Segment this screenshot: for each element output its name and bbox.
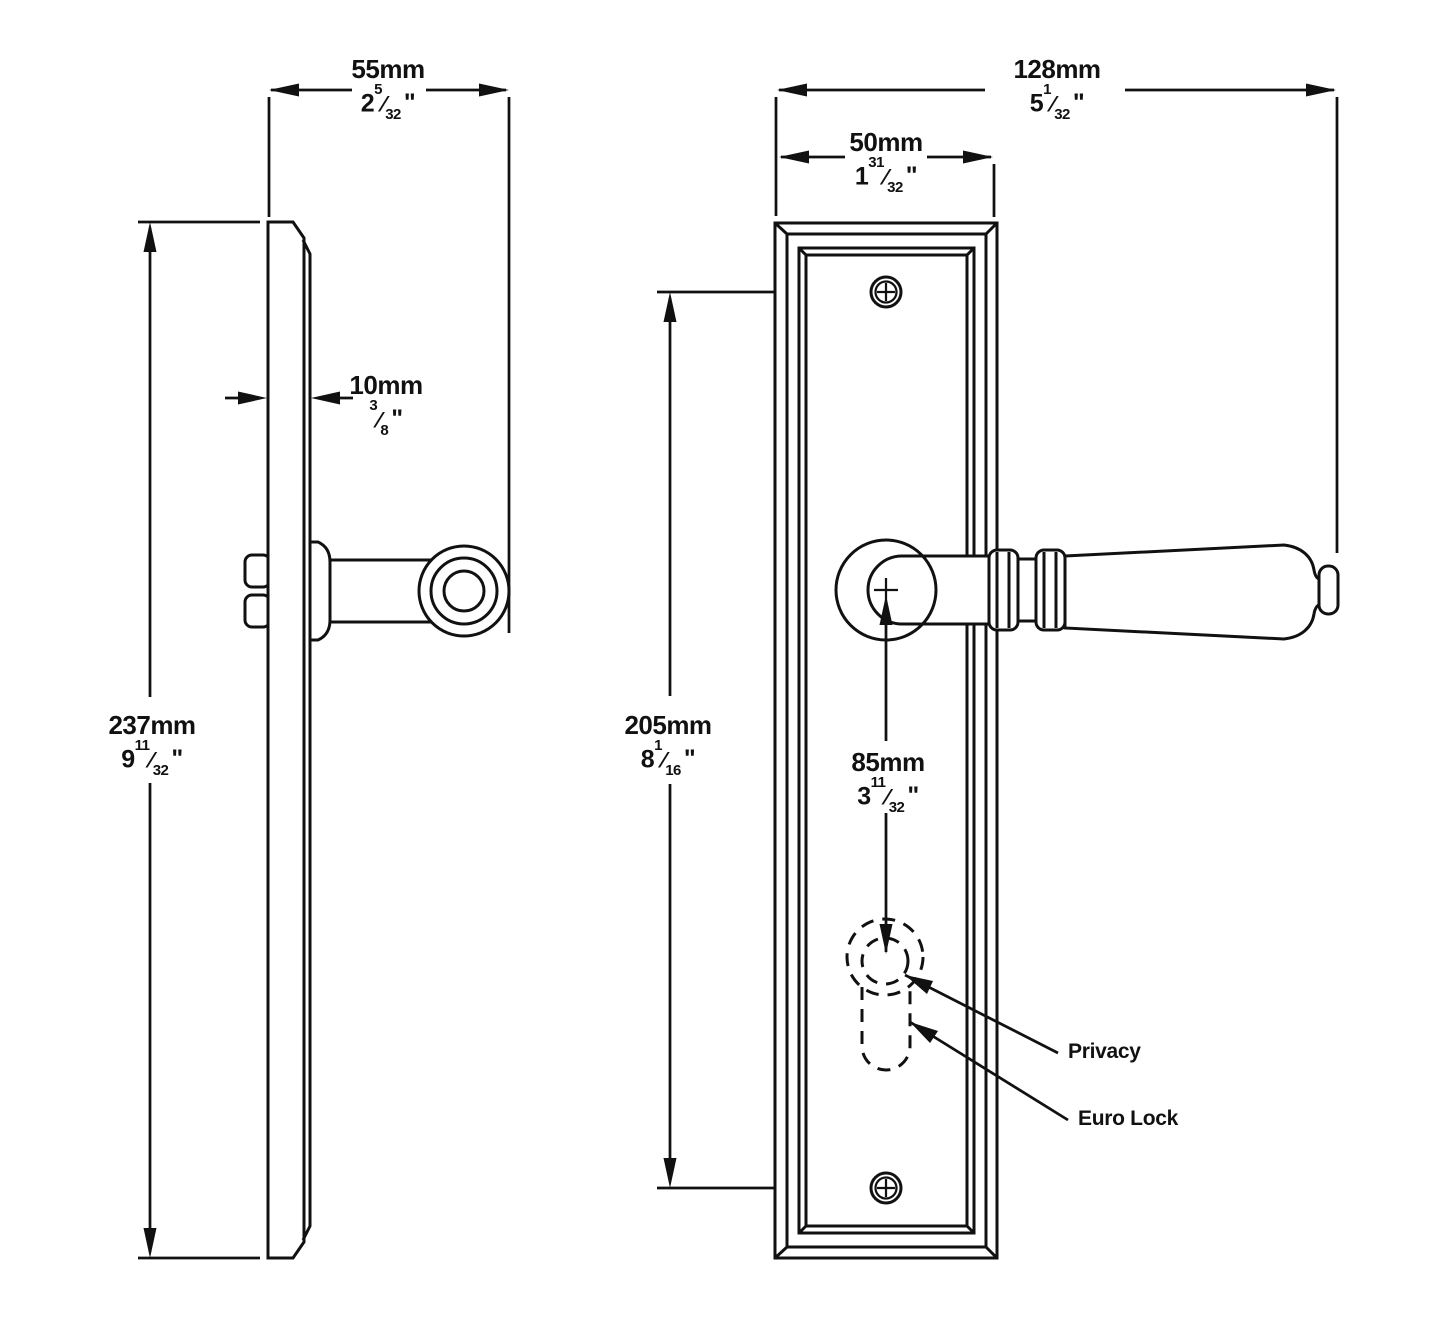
privacy-callout-label: Privacy	[1068, 1040, 1141, 1063]
arrowhead-left	[269, 83, 299, 97]
arrowhead-left	[777, 83, 807, 97]
panel-inner-edge	[804, 253, 969, 1228]
chamfer-corner	[773, 1245, 789, 1260]
dim-label-side-width: 55mm 25⁄32"	[351, 54, 425, 128]
lever-end-inner-circle	[442, 569, 486, 613]
dim-label-fixing-centres: 205mm 81⁄16"	[624, 710, 712, 784]
dim-mm: 205mm	[624, 710, 712, 740]
arrowhead-right	[479, 83, 509, 97]
rose-side-profile	[308, 540, 332, 642]
euro-lock-callout-label: Euro Lock	[1078, 1107, 1178, 1130]
collar-1	[987, 548, 1020, 632]
bottom-screw	[869, 1171, 903, 1205]
dim-label-plate-height: 237mm 911⁄32"	[108, 710, 196, 784]
dim-mm: 50mm	[849, 127, 923, 157]
chamfer-corner	[797, 1224, 808, 1235]
arrowhead-down	[879, 924, 893, 954]
dim-label-plate-thickness: 10mm 3⁄8"	[349, 370, 423, 444]
screw-inner	[874, 280, 898, 304]
dim-label-plate-width: 50mm 131⁄32"	[849, 127, 923, 201]
grip	[1063, 543, 1323, 641]
side-width-dimension	[267, 83, 511, 633]
arrowhead-right	[963, 150, 993, 164]
chamfer-corner	[773, 221, 789, 236]
dim-mm: 128mm	[1013, 54, 1101, 84]
dim-inch: 51⁄32"	[1029, 81, 1085, 124]
dim-label-overall-width: 128mm 51⁄32"	[1013, 54, 1101, 128]
privacy-leader-line	[904, 973, 1059, 1055]
arrowhead-left	[779, 150, 809, 164]
screw-inner	[874, 1176, 898, 1200]
plate-side-profile	[266, 220, 306, 1260]
arrowhead-up	[663, 292, 677, 322]
chamfer-corner	[797, 246, 808, 257]
dim-inch: 81⁄16"	[640, 737, 696, 780]
dim-inch: 131⁄32"	[854, 154, 918, 197]
arrowhead-left	[311, 391, 340, 405]
dim-mm: 10mm	[349, 370, 423, 400]
euro-lock-stem-dashed	[860, 987, 912, 1072]
lever-handle	[834, 538, 1340, 642]
fixing-stud-bottom	[243, 593, 272, 629]
privacy-arrowhead	[905, 975, 933, 994]
arrowhead-right	[1306, 83, 1336, 97]
chamfer-corner	[984, 221, 999, 236]
fixing-stud-top	[243, 553, 272, 589]
arrowhead-down	[143, 1228, 157, 1258]
euro-lock-circle-dashed	[845, 917, 925, 997]
euro-lock-leader-line	[909, 1020, 1069, 1122]
side-view	[138, 83, 511, 1260]
finial-knob	[1317, 564, 1340, 616]
plate-width-dimension	[779, 150, 996, 217]
euro-lock-arrowhead	[910, 1022, 938, 1043]
panel-outer-edge	[797, 246, 976, 1235]
arrowhead-up	[143, 222, 157, 252]
dim-mm: 85mm	[851, 747, 925, 777]
overall-width-dimension	[774, 83, 1339, 553]
dim-inch: 911⁄32"	[121, 737, 183, 780]
arrowhead-down	[663, 1158, 677, 1188]
dim-label-lever-to-keyhole: 85mm 311⁄32"	[851, 747, 925, 821]
privacy-circle-dashed	[860, 936, 910, 986]
chamfer-corner	[965, 246, 976, 257]
plate-thickness-dimension	[225, 391, 353, 405]
shank-fill	[868, 556, 990, 624]
dim-inch: 3⁄8"	[369, 397, 403, 440]
top-screw	[869, 275, 903, 309]
lever-to-keyhole-dimension	[879, 595, 893, 954]
chamfer-corner	[984, 1245, 999, 1260]
keyhole-options	[845, 917, 925, 1072]
arrowhead-up	[879, 595, 893, 625]
dim-inch: 25⁄32"	[360, 81, 416, 124]
dim-inch: 311⁄32"	[857, 774, 919, 817]
collar-2	[1034, 548, 1067, 632]
plate-height-dimension	[138, 220, 260, 1260]
dim-mm: 237mm	[108, 710, 196, 740]
dim-mm: 55mm	[351, 54, 425, 84]
callout-leaders	[904, 973, 1069, 1122]
arrowhead-right	[238, 391, 267, 405]
chamfer-corner	[965, 1224, 976, 1235]
front-view	[657, 83, 1340, 1260]
plate-bevel-edge	[785, 232, 988, 1249]
plate-front-face-line	[301, 239, 312, 1241]
